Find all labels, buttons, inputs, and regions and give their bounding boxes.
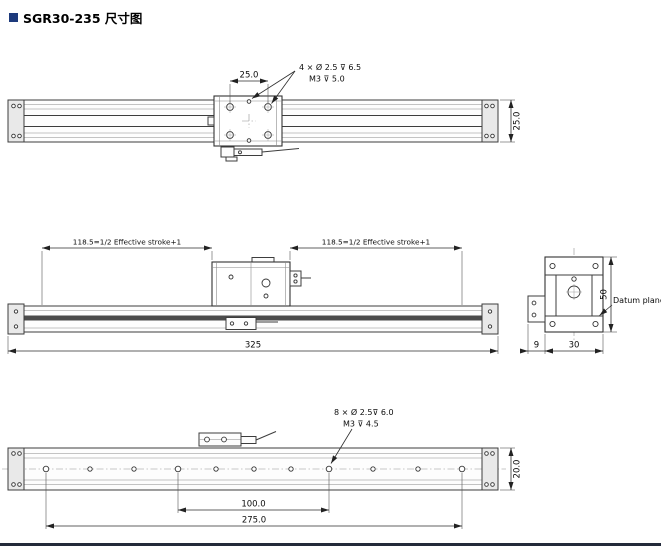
top-view: 25.0 4 × Ø 2.5 ⊽ 6.5 M3 ⊽ 5.0 25.0 [7,62,523,162]
dim-left-stroke: 118.5=1/2 Effective stroke+1 [41,238,213,305]
limit-switch-top [220,146,300,162]
dim-mount-span: 275.0 [45,473,463,529]
dim-label-sensor-offset: 9 [534,341,539,351]
end-cap-screws-bottom [11,451,495,487]
connector-block [289,270,302,287]
hole-callout-top: 4 × Ø 2.5 ⊽ 6.5 M3 ⊽ 5.0 [251,62,361,104]
carriage-top [207,95,283,147]
front-view: 118.5=1/2 Effective stroke+1 118.5=1/2 E… [7,238,499,354]
hole-callout-bottom: 8 × Ø 2.5⊽ 6.0 M3 ⊽ 4.5 [330,407,394,464]
end-cap-right-bottom [481,447,499,491]
end-cap-left-bottom [7,447,25,491]
dim-label-right-stroke: 118.5=1/2 Effective stroke+1 [322,238,430,247]
dim-carriage-hole-pitch: 25.0 [229,71,269,103]
clamp-detail-bottom [198,431,277,447]
dim-label-side-height: 50 [600,289,610,300]
side-view: 50 9 30 Datum plane [520,248,661,354]
datum-callout: Datum plane [599,296,661,316]
dim-side-height: 50 [600,256,617,333]
sensor-bracket-side [527,295,546,323]
bottom-view: 8 × Ø 2.5⊽ 6.0 M3 ⊽ 4.5 100.0 275.0 20.0 [2,407,523,529]
hole-note-line2: M3 ⊽ 5.0 [309,75,345,84]
dim-label-rail-width-bottom: 20.0 [513,460,523,479]
mounting-holes [42,465,466,473]
dim-rail-width-top: 25.0 [500,99,523,143]
dim-right-stroke: 118.5=1/2 Effective stroke+1 [289,238,463,305]
carriage-front [211,257,311,307]
title-bullet-icon [9,13,18,22]
end-cap-screws [11,103,495,139]
end-cap-left-front [7,303,25,335]
dim-rail-width-bottom: 20.0 [500,447,523,491]
dim-hole-span: 100.0 [177,473,330,513]
bottom-hole-note-line1: 8 × Ø 2.5⊽ 6.0 [334,407,394,417]
dim-label-hole-pitch: 25.0 [240,71,259,81]
page-header: SGR30-235 尺寸图 [9,8,142,27]
limit-switch-front [225,317,278,330]
end-cap-left [7,99,25,143]
hole-note-line1: 4 × Ø 2.5 ⊽ 6.5 [299,62,361,72]
dim-total-length: 325 [7,336,499,354]
page-bottom-border [0,543,661,546]
dim-side-bottom: 9 30 [520,324,604,354]
bottom-hole-note-line2: M3 ⊽ 4.5 [343,420,379,429]
grease-port [207,116,215,126]
dim-label-hole-span: 100.0 [241,500,265,510]
dim-label-side-width: 30 [569,341,580,351]
dim-label-rail-width-top: 25.0 [513,112,523,131]
dim-label-mount-span: 275.0 [242,516,266,526]
page-title: SGR30-235 尺寸图 [23,11,143,26]
datum-plane-label: Datum plane [613,296,661,305]
end-cap-right [481,99,499,143]
dim-label-left-stroke: 118.5=1/2 Effective stroke+1 [73,238,181,247]
end-cap-right-front [481,303,499,335]
dim-label-total-length: 325 [245,341,261,351]
